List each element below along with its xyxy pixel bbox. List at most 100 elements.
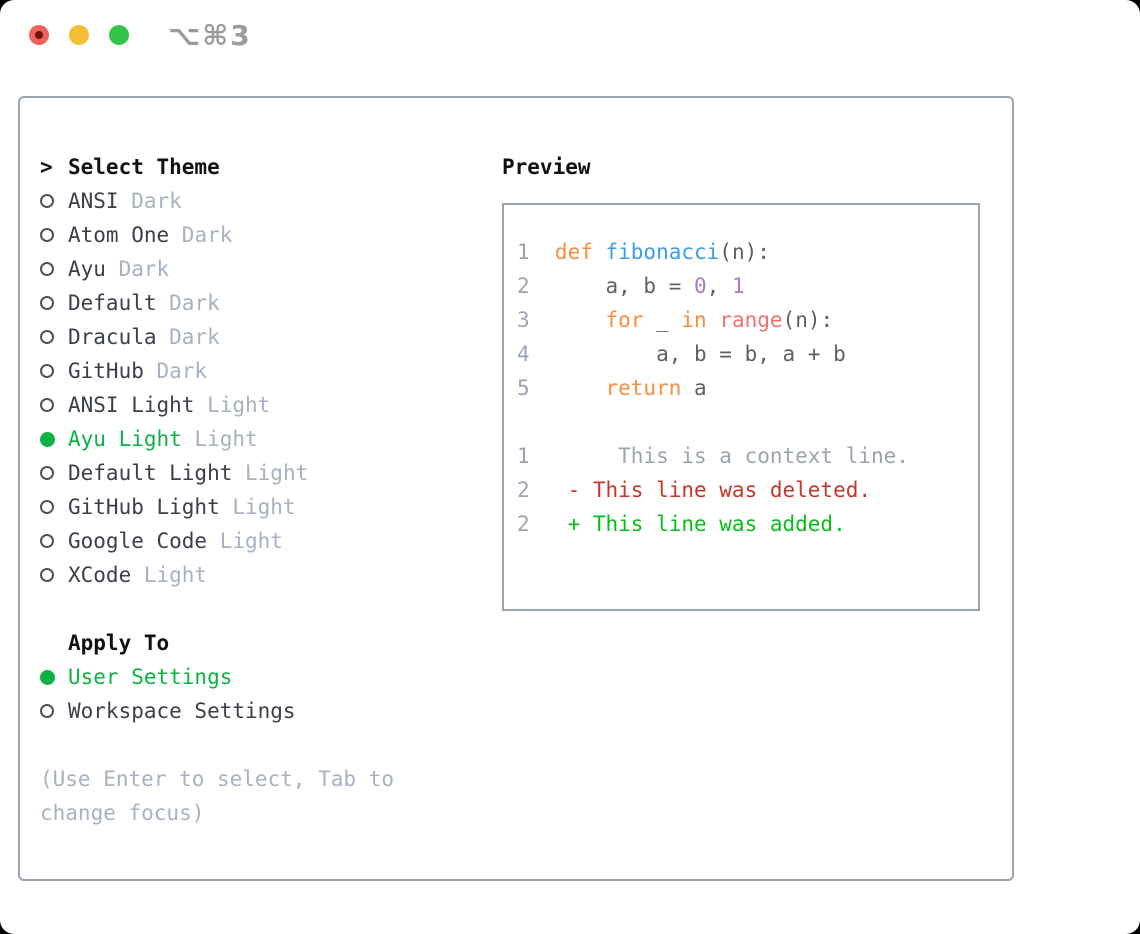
line-number: 2 — [517, 274, 530, 298]
option-variant-label: Dark — [143, 359, 208, 383]
radio-unselected-icon — [40, 500, 54, 514]
code-token-number: 0 — [694, 274, 707, 298]
radio-unselected-icon — [40, 262, 54, 276]
code-token-fg: a, b = b, a + b — [554, 342, 846, 366]
theme-option-atom-one-dark[interactable]: Atom One Dark — [40, 218, 394, 252]
apply-to-option-workspace-settings[interactable]: Workspace Settings — [40, 694, 394, 728]
line-number: 4 — [517, 342, 530, 366]
theme-option-ayu-light-light[interactable]: Ayu Light Light — [40, 422, 394, 456]
option-variant-label: Light — [194, 393, 271, 417]
code-line: 1 def fibonacci(n): — [517, 235, 978, 269]
minimize-button[interactable] — [69, 25, 89, 45]
code-line: 2 - This line was deleted. — [517, 473, 978, 507]
code-token-fg: _ — [643, 308, 682, 332]
window-shortcut-label: ⌥⌘3 — [168, 19, 252, 52]
apply-to-title: Apply To — [68, 631, 170, 655]
option-label: Default Light — [68, 461, 233, 485]
radio-unselected-icon — [40, 330, 54, 344]
option-label: Dracula — [68, 325, 157, 349]
radio-unselected-icon — [40, 398, 54, 412]
line-number: 1 — [517, 240, 530, 264]
option-label: Ayu Light — [68, 427, 182, 451]
option-label: ANSI Light — [68, 393, 195, 417]
option-label: GitHub Light — [68, 495, 220, 519]
theme-option-default-light-light[interactable]: Default Light Light — [40, 456, 394, 490]
code-token-fg — [707, 308, 720, 332]
radio-unselected-icon — [40, 704, 54, 718]
code-line: 3 for _ in range(n): — [517, 303, 978, 337]
code-token-deleted: - This line was deleted. — [554, 478, 871, 502]
option-variant-label: Dark — [156, 291, 220, 315]
code-token-keyword: return — [605, 376, 682, 400]
apply-to-option-user-settings[interactable]: User Settings — [40, 660, 394, 694]
theme-option-google-code-light[interactable]: Google Code Light — [40, 524, 394, 558]
theme-option-dracula-dark[interactable]: Dracula Dark — [40, 320, 394, 354]
select-theme-header: > Select Theme — [40, 150, 394, 184]
close-button[interactable] — [29, 25, 49, 45]
select-theme-title: Select Theme — [68, 155, 220, 179]
code-token-fg — [555, 376, 606, 400]
option-variant-label: Light — [219, 495, 296, 519]
line-number: 2 — [517, 512, 530, 536]
theme-option-ansi-light-light[interactable]: ANSI Light Light — [40, 388, 394, 422]
keyboard-hint-text: (Use Enter to select, Tab to — [40, 767, 395, 791]
code-token-number: 1 — [731, 274, 745, 298]
code-token-keyword: def — [554, 240, 606, 264]
option-label: Default — [68, 291, 157, 315]
code-token-function: fibonacci — [605, 240, 720, 264]
option-variant-label: Dark — [156, 325, 220, 349]
radio-unselected-icon — [40, 228, 54, 242]
code-token-fg: (n): — [719, 240, 770, 264]
code-token-fg: , — [706, 274, 732, 298]
code-token-keyword: for — [605, 308, 644, 332]
code-token-fg: (n): — [782, 308, 834, 332]
zoom-button[interactable] — [109, 25, 129, 45]
code-token-context: This is a context line. — [554, 444, 909, 468]
code-line: 5 return a — [517, 371, 978, 405]
option-label: XCode — [68, 563, 132, 587]
option-label: GitHub — [68, 359, 144, 383]
code-token-fg: a, b = — [554, 274, 694, 298]
option-variant-label: Light — [232, 461, 309, 485]
option-label: ANSI — [68, 189, 119, 213]
radio-selected-icon — [40, 431, 55, 447]
apply-to-header: Apply To — [40, 626, 394, 660]
option-label: Atom One — [68, 223, 170, 247]
code-token-keyword: in — [681, 308, 707, 332]
line-number: 5 — [517, 376, 530, 400]
preview-title: Preview — [502, 155, 591, 179]
option-label: Google Code — [68, 529, 208, 553]
code-token-fg — [555, 308, 606, 332]
theme-option-github-dark[interactable]: GitHub Dark — [40, 354, 394, 388]
option-label: Workspace Settings — [68, 699, 296, 723]
code-line: 2 a, b = 0, 1 — [517, 269, 978, 303]
option-variant-label: Dark — [118, 189, 182, 213]
code-token-builtin: range — [719, 308, 783, 332]
theme-option-github-light-light[interactable]: GitHub Light Light — [40, 490, 394, 524]
option-variant-label: Dark — [105, 257, 170, 281]
theme-option-default-dark[interactable]: Default Dark — [40, 286, 394, 320]
radio-unselected-icon — [40, 296, 54, 310]
line-number: 1 — [517, 444, 530, 468]
keyboard-hint-text: change focus) — [40, 801, 205, 825]
theme-option-ansi-dark[interactable]: ANSI Dark — [40, 184, 394, 218]
option-variant-label: Dark — [169, 223, 233, 247]
option-variant-label: Light — [181, 427, 258, 451]
radio-selected-icon — [40, 669, 55, 685]
theme-option-ayu-dark[interactable]: Ayu Dark — [40, 252, 394, 286]
radio-unselected-icon — [40, 568, 54, 582]
code-line: 4 a, b = b, a + b — [517, 337, 978, 371]
radio-unselected-icon — [40, 466, 54, 480]
titlebar: ⌥⌘3 — [0, 0, 1140, 70]
radio-unselected-icon — [40, 194, 54, 208]
theme-option-xcode-light[interactable]: XCode Light — [40, 558, 394, 592]
option-label: User Settings — [68, 665, 233, 689]
option-variant-label: Light — [131, 563, 208, 587]
option-label: Ayu — [68, 257, 106, 281]
line-number: 3 — [517, 308, 530, 332]
